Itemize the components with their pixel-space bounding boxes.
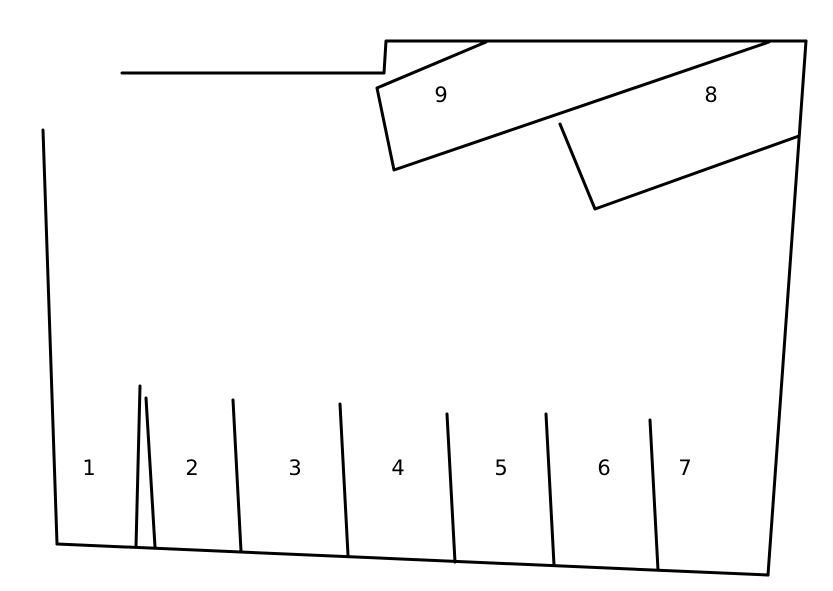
- bottom-wall: [55, 542, 770, 577]
- divider-f: [544, 412, 556, 567]
- label-3: 3: [288, 456, 301, 480]
- label-5: 5: [494, 456, 507, 480]
- label-6: 6: [597, 456, 610, 480]
- divider-g: [648, 418, 660, 572]
- left-wall: [41, 128, 59, 546]
- label-1: 1: [82, 456, 95, 480]
- divider-a: [134, 384, 142, 549]
- block-9-outline: [375, 40, 771, 172]
- label-2: 2: [185, 456, 198, 480]
- label-8: 8: [704, 83, 717, 107]
- top-left-wall: [120, 39, 808, 75]
- divider-d: [338, 402, 350, 557]
- label-4: 4: [391, 456, 404, 480]
- label-9: 9: [434, 83, 447, 107]
- divider-e: [445, 412, 457, 564]
- divider-b: [144, 396, 157, 549]
- block-8-outline: [558, 122, 801, 211]
- divider-c: [231, 398, 243, 553]
- label-7: 7: [678, 456, 691, 480]
- right-wall: [766, 39, 808, 577]
